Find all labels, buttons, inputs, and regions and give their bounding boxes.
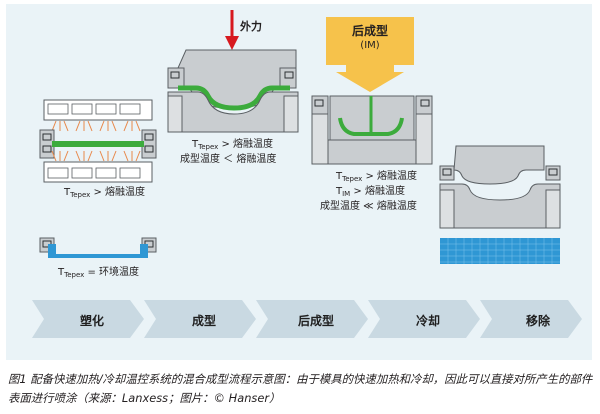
cooling-station — [439, 145, 561, 229]
heating-temp-label: TTepex > 熔融温度 — [64, 187, 146, 199]
cooled-temp-label: TTepex = 环境温度 — [58, 267, 140, 279]
step-removal: 移除 — [525, 314, 550, 328]
im-box: 后成型 (IM) — [326, 17, 414, 65]
heating-station — [39, 99, 157, 183]
injection-arrow-icon — [336, 65, 404, 92]
press-temp-label-1: TTepex > 熔融温度 — [192, 139, 274, 151]
heat-rays-bottom — [51, 150, 141, 162]
arrow-down-icon — [225, 36, 239, 50]
heat-rays-top — [51, 120, 141, 132]
tepex-sheet — [52, 141, 144, 147]
im-temp-label-2: TIM > 熔融温度 — [336, 186, 405, 198]
step-cooling: 冷却 — [415, 314, 440, 328]
step-forming: 成型 — [191, 314, 216, 328]
step-plasticize: 塑化 — [79, 314, 104, 328]
cooled-part — [39, 237, 157, 258]
press-temp-label-2: 成型温度 ＜ 熔融温度 — [180, 154, 277, 165]
im-temp-label-1: TTepex > 熔融温度 — [336, 171, 418, 183]
figure-caption: 图1 配备快速加热/冷却温控系统的混合成型流程示意图：由于模具的快速加热和冷却，… — [8, 372, 593, 405]
overmould-station — [311, 65, 433, 165]
process-steps — [32, 300, 582, 338]
finished-part — [440, 238, 560, 264]
im-title: 后成型 — [351, 24, 388, 38]
process-step-labels: 塑化 成型 后成型 冷却 移除 — [32, 300, 580, 338]
force-label: 外力 — [240, 20, 262, 33]
formed-sheet — [178, 85, 290, 111]
im-temp-label-3: 成型温度 ≪ 熔融温度 — [320, 201, 417, 212]
step-overmould: 后成型 — [297, 314, 334, 328]
forming-press — [167, 10, 299, 133]
im-subtitle: (IM) — [360, 40, 380, 51]
